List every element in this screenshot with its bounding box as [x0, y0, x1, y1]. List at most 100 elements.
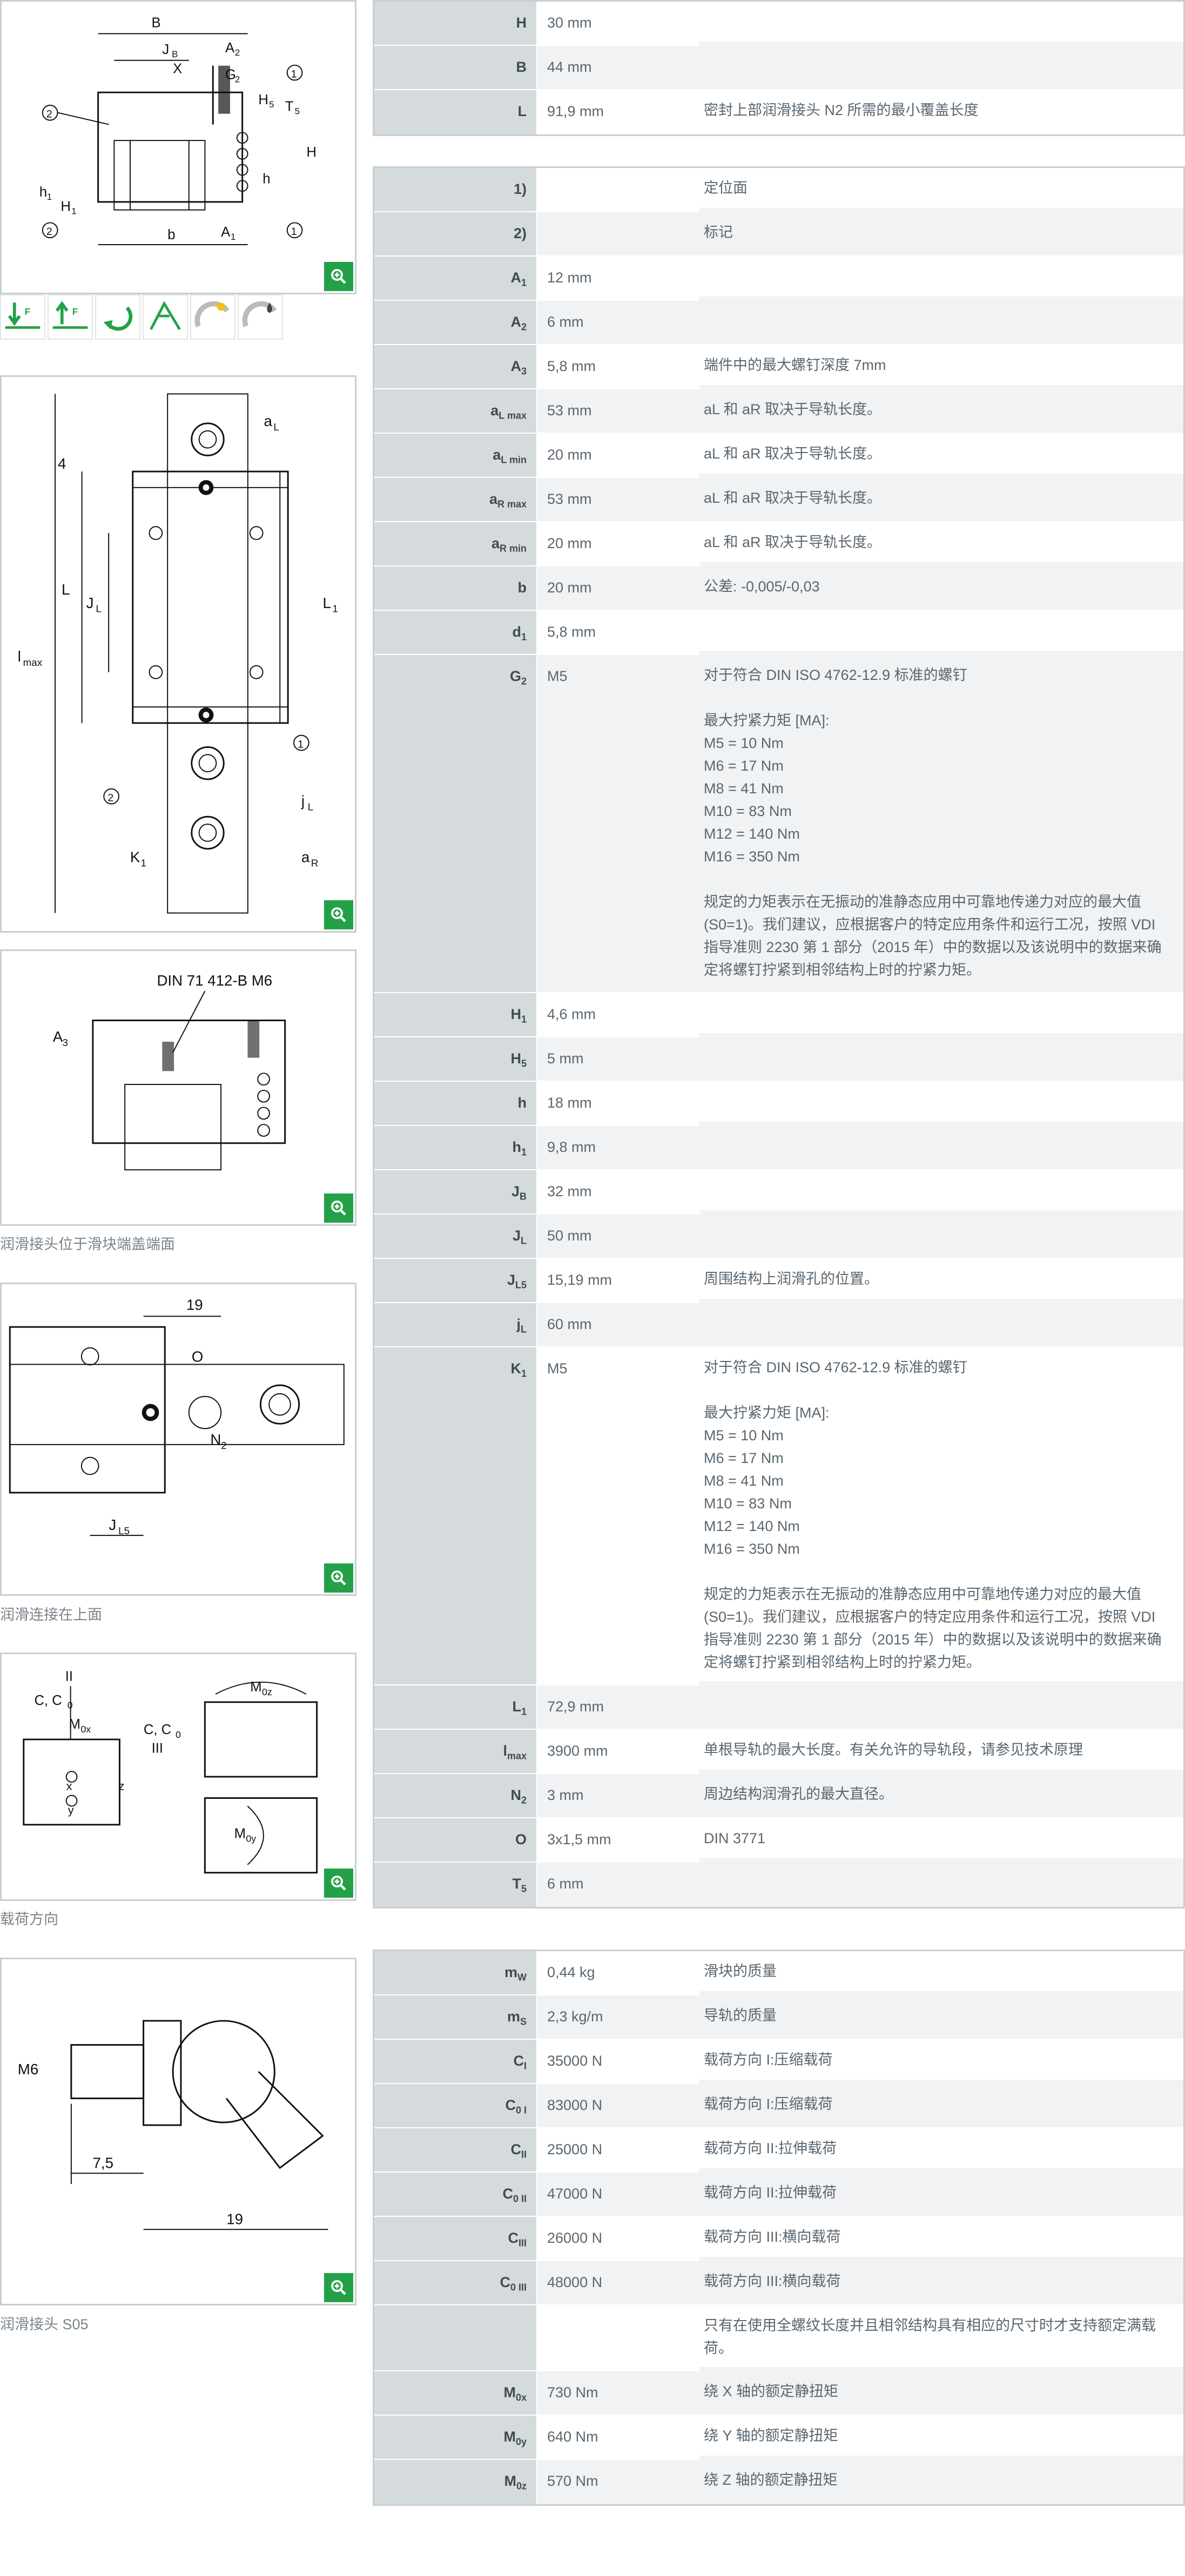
svg-text:K: K [130, 848, 140, 865]
param-value: 25000 N [547, 2141, 603, 2157]
zoom-button[interactable] [324, 2273, 353, 2302]
param-value: 0,44 kg [547, 1964, 595, 1980]
param-value: 3900 mm [547, 1743, 608, 1759]
svg-text:M: M [234, 1826, 246, 1842]
svg-text:J: J [109, 1516, 116, 1533]
param-note: 滑块的质量 [704, 1963, 777, 1979]
svg-text:19: 19 [186, 1297, 203, 1313]
table-row: H 30 mm [374, 2, 1183, 46]
param-note [699, 0, 1183, 45]
zoom-button[interactable] [324, 262, 353, 291]
svg-text:2: 2 [235, 74, 240, 84]
param-name: A2 [374, 301, 537, 344]
svg-text:C, C: C, C [35, 1693, 62, 1708]
svg-text:a: a [301, 848, 310, 865]
param-note [699, 1299, 1183, 1346]
svg-text:5: 5 [295, 106, 300, 117]
param-value: 72,9 mm [537, 1685, 699, 1729]
param-name: b [374, 567, 537, 610]
param-value: 9,8 mm [537, 1126, 699, 1169]
zoom-button[interactable] [324, 1563, 353, 1593]
param-note: 公差: -0,005/-0,03 [699, 562, 1183, 610]
param-value: 60 mm [537, 1303, 699, 1346]
param-note: 载荷方向 I:压缩载荷 [704, 2052, 833, 2068]
zoom-button[interactable] [324, 1869, 353, 1898]
svg-text:j: j [301, 792, 305, 809]
param-value: 5,8 mm [547, 358, 596, 374]
param-name: aR max [374, 478, 537, 521]
zoom-button[interactable] [324, 900, 353, 929]
param-note: 载荷方向 II:拉伸载荷 [699, 2168, 1183, 2216]
param-name: JL5 [374, 1259, 537, 1302]
svg-text:A: A [53, 1028, 63, 1045]
oil-icon [238, 294, 283, 340]
svg-text:C, C: C, C [144, 1722, 171, 1737]
param-value: 6 mm [537, 301, 699, 344]
param-value: 44 mm [537, 46, 699, 89]
zoom-button[interactable] [324, 1193, 353, 1223]
table-row: 2)标记 [374, 208, 1183, 257]
param-note: 载荷方向 II:拉伸载荷 [704, 2140, 837, 2156]
param-value: 20 mm [547, 535, 592, 551]
rotation-icon [95, 294, 140, 340]
svg-text:z: z [118, 1779, 124, 1793]
param-value: 18 mm [547, 1095, 592, 1111]
param-value: 47000 N [537, 2173, 699, 2216]
param-name: H [374, 2, 537, 45]
svg-text:2: 2 [46, 226, 52, 238]
param-name: jL [374, 1303, 537, 1346]
svg-text:2: 2 [107, 792, 113, 804]
param-value: 30 mm [547, 15, 592, 31]
param-note: 载荷方向 III:横向载荷 [699, 2257, 1183, 2304]
param-note: 绕 Z 轴的额定静扭矩 [699, 2456, 1183, 2504]
figure-caption: 润滑接头 S05 [0, 2316, 89, 2332]
svg-text:2: 2 [46, 109, 52, 120]
figure-caption: 载荷方向 [0, 1911, 58, 1927]
param-name: G2 [374, 655, 537, 992]
svg-text:H: H [258, 92, 268, 107]
param-value: 3 mm [537, 1774, 699, 1817]
param-note: 对于符合 DIN ISO 4762-12.9 标准的螺钉 最大拧紧力矩 [MA]… [704, 1359, 1162, 1670]
param-note [699, 296, 1183, 344]
param-value: 35000 N [547, 2053, 603, 2069]
param-note [699, 606, 1183, 654]
param-note: 绕 Y 轴的额定静扭矩 [704, 2427, 838, 2444]
svg-text:0z: 0z [262, 1687, 272, 1697]
param-note [699, 42, 1183, 89]
table-row: 只有在使用全螺纹长度并且相邻结构具有相应的尺寸时才支持额定满载荷。 [374, 2305, 1183, 2371]
param-note: aL 和 aR 取决于导轨长度。 [704, 446, 882, 462]
param-name: L1 [374, 1685, 537, 1729]
param-name: 2) [374, 212, 537, 255]
param-note [699, 1122, 1183, 1169]
param-name: H1 [374, 993, 537, 1036]
svg-text:H: H [306, 145, 317, 160]
svg-text:h: h [39, 185, 47, 200]
svg-text:M: M [69, 1717, 80, 1732]
param-name: 1) [374, 168, 537, 211]
svg-text:0y: 0y [246, 1833, 256, 1844]
svg-text:1: 1 [298, 738, 304, 750]
param-note: 绕 X 轴的额定静扭矩 [699, 2367, 1183, 2415]
svg-text:h: h [262, 171, 270, 186]
param-name: B [374, 46, 537, 89]
param-note: 定位面 [704, 180, 748, 196]
svg-text:4: 4 [58, 455, 66, 472]
